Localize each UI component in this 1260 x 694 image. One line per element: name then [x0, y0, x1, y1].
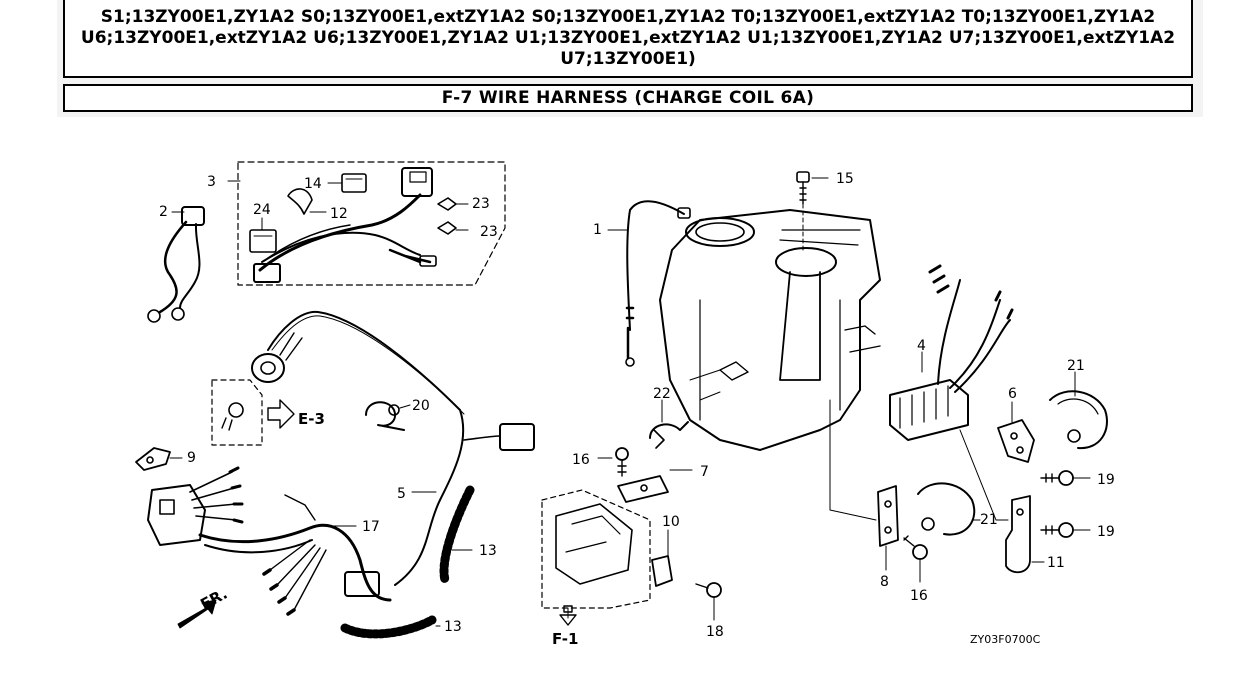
callout-21-lower: 21 — [980, 512, 998, 528]
ref-e3: E-3 — [298, 410, 325, 428]
callout-21-upper: 21 — [1067, 358, 1085, 374]
callout-8: 8 — [880, 574, 889, 590]
drawing-code: ZY03F0700C — [970, 633, 1041, 646]
callout-19-upper: 19 — [1097, 472, 1115, 488]
clamp-22-group — [649, 399, 689, 449]
callout-12: 12 — [330, 206, 348, 222]
f1-reference-group — [541, 489, 651, 626]
callout-18: 18 — [706, 624, 724, 640]
sub-harness-kit-group — [227, 161, 506, 286]
callout-9: 9 — [187, 450, 196, 466]
callout-16-right: 16 — [910, 588, 928, 604]
clip-10-bolt-18-group — [651, 529, 722, 621]
bracket-11-group — [1005, 495, 1045, 574]
callout-10: 10 — [662, 514, 680, 530]
ref-front: FR. — [197, 585, 230, 614]
kit-dashed-outline — [237, 161, 506, 286]
callout-4: 4 — [917, 338, 926, 354]
callout-14: 14 — [304, 176, 322, 192]
callout-1: 1 — [593, 222, 602, 238]
callout-15: 15 — [836, 171, 854, 187]
callout-2: 2 — [159, 204, 168, 220]
main-harness-group — [147, 310, 535, 616]
bolt-16-bracket-7-group — [597, 447, 693, 503]
callout-13-upper: 13 — [479, 543, 497, 559]
model-list-text: S1;13ZY00E1,ZY1A2 S0;13ZY00E1,extZY1A2 S… — [80, 6, 1176, 69]
bolt-15-group — [796, 171, 829, 251]
callout-19-lower: 19 — [1097, 524, 1115, 540]
spiral-tube-group — [340, 485, 475, 639]
callout-23-lower: 23 — [480, 224, 498, 240]
callout-16-left: 16 — [572, 452, 590, 468]
header-panel: S1;13ZY00E1,ZY1A2 S0;13ZY00E1,extZY1A2 S… — [57, 0, 1203, 117]
callout-7: 7 — [700, 464, 709, 480]
coil-21-group — [917, 390, 1108, 536]
callout-5: 5 — [397, 486, 406, 502]
e3-reference-group — [211, 379, 295, 446]
clamp-20-group — [365, 401, 405, 431]
callout-11: 11 — [1047, 555, 1065, 571]
bracket-6-group — [997, 401, 1035, 463]
callout-17: 17 — [362, 519, 380, 535]
front-arrow — [177, 599, 217, 629]
callout-22: 22 — [653, 386, 671, 402]
callout-20: 20 — [412, 398, 430, 414]
bracket-9-group — [135, 447, 171, 471]
callout-6: 6 — [1008, 386, 1017, 402]
diagram-title-box: F-7 WIRE HARNESS (CHARGE COIL 6A) — [63, 84, 1193, 112]
model-applicability-box: S1;13ZY00E1,ZY1A2 S0;13ZY00E1,extZY1A2 S… — [63, 0, 1193, 78]
diagram-title: F-7 WIRE HARNESS (CHARGE COIL 6A) — [441, 88, 815, 108]
ref-f1: F-1 — [552, 630, 578, 648]
callout-13-lower: 13 — [444, 619, 462, 635]
callout-23-upper: 23 — [472, 196, 490, 212]
ground-wire-group — [147, 206, 205, 323]
engine-block-group — [659, 209, 881, 451]
callout-3: 3 — [207, 174, 216, 190]
bolts-right-group — [903, 470, 1091, 583]
regulator-4-group — [889, 264, 1014, 441]
callout-24: 24 — [253, 202, 271, 218]
bracket-8-group — [877, 485, 899, 571]
cable-1-group — [607, 200, 691, 367]
